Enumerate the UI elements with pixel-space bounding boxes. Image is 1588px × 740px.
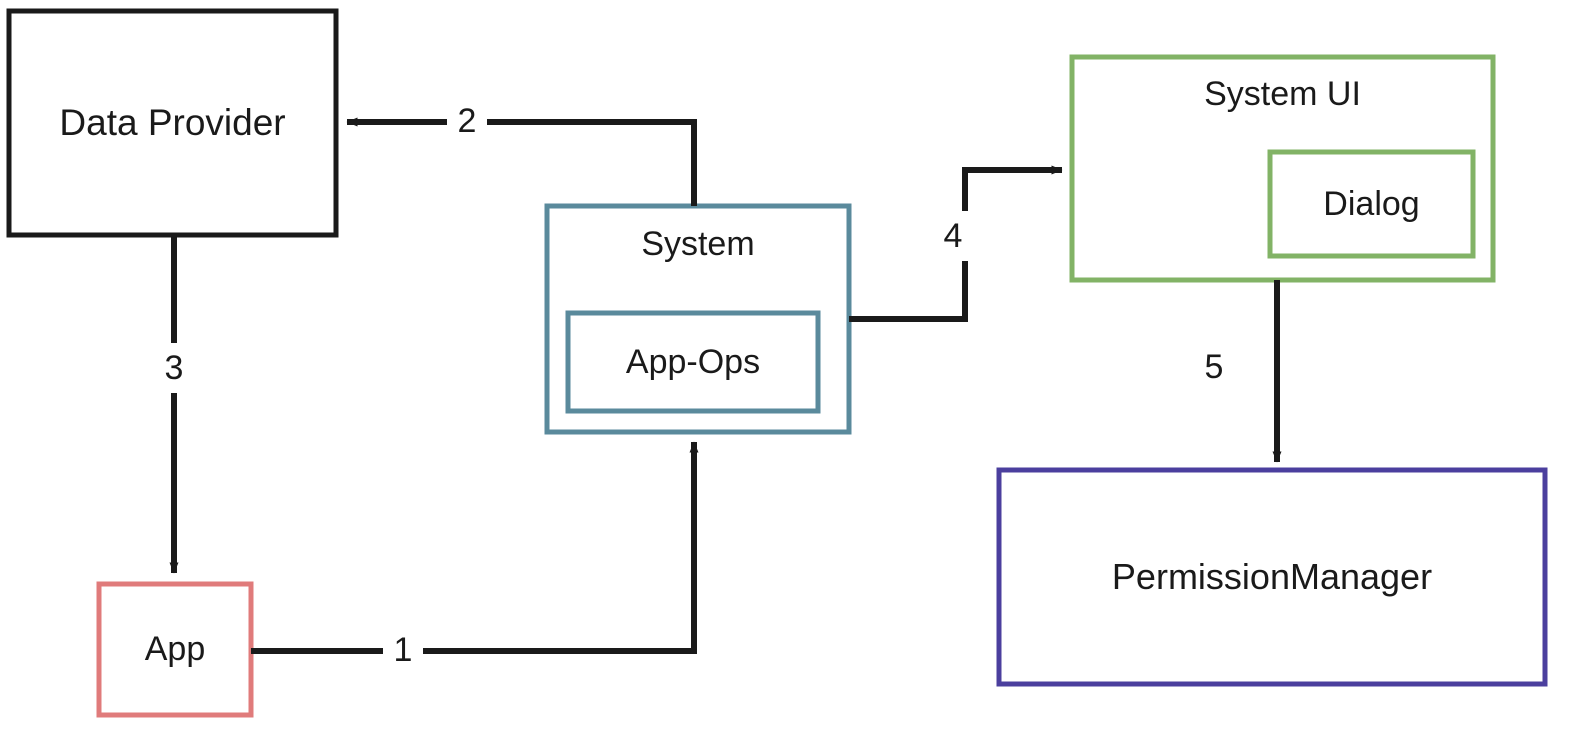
edge-4-path xyxy=(849,165,1063,322)
node-dialog-rect[interactable] xyxy=(1267,149,1476,259)
edge-2-path xyxy=(346,117,697,206)
node-permission-manager-rect[interactable] xyxy=(996,467,1548,687)
node-app-ops-rect[interactable] xyxy=(565,310,821,414)
edge-1-path xyxy=(251,441,699,654)
node-data-provider-rect[interactable] xyxy=(6,8,339,238)
node-app-rect[interactable] xyxy=(96,581,254,718)
